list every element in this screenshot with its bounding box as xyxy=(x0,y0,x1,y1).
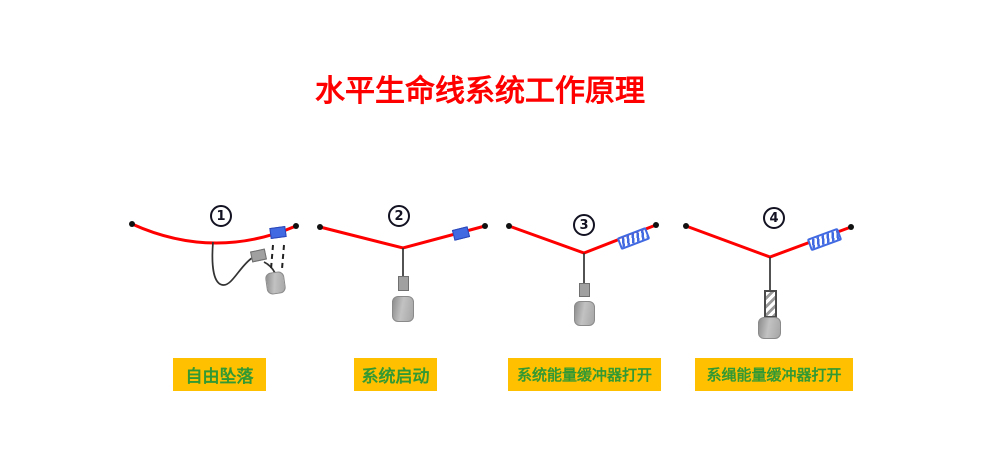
suspended-weight-icon xyxy=(392,296,414,322)
lanyard-slack xyxy=(211,241,253,286)
falling-weight-icon xyxy=(264,270,287,296)
anchor-dot xyxy=(653,222,659,228)
stage-number-circle-2: 2 xyxy=(388,205,410,227)
stage-number-circle-4: 4 xyxy=(763,207,785,229)
energy-absorber-closed-icon xyxy=(269,225,287,240)
rope-grab-icon xyxy=(579,283,590,297)
caption-tether-absorber-open: 系绳能量缓冲器打开 xyxy=(695,358,853,391)
anchor-dot xyxy=(506,223,512,229)
rope-grab-icon xyxy=(398,276,409,291)
caption-system-start: 系统启动 xyxy=(354,358,437,391)
suspended-weight-icon xyxy=(574,301,595,326)
anchor-dot xyxy=(293,223,299,229)
tether-energy-absorber-open-icon xyxy=(764,290,777,318)
anchor-dot xyxy=(317,224,323,230)
page-title: 水平生命线系统工作原理 xyxy=(315,74,645,109)
suspended-weight-icon xyxy=(758,317,781,339)
caption-free-fall: 自由坠落 xyxy=(173,358,266,391)
stage-number-circle-3: 3 xyxy=(573,214,595,236)
anchor-dot xyxy=(129,221,135,227)
stage-number-circle-1: 1 xyxy=(210,205,232,227)
anchor-dot xyxy=(482,223,488,229)
caption-system-absorber-open: 系统能量缓冲器打开 xyxy=(508,358,661,391)
anchor-dot xyxy=(848,224,854,230)
fall-motion-dashes xyxy=(281,244,285,270)
fall-motion-dashes xyxy=(270,244,274,270)
anchor-dot xyxy=(683,223,689,229)
